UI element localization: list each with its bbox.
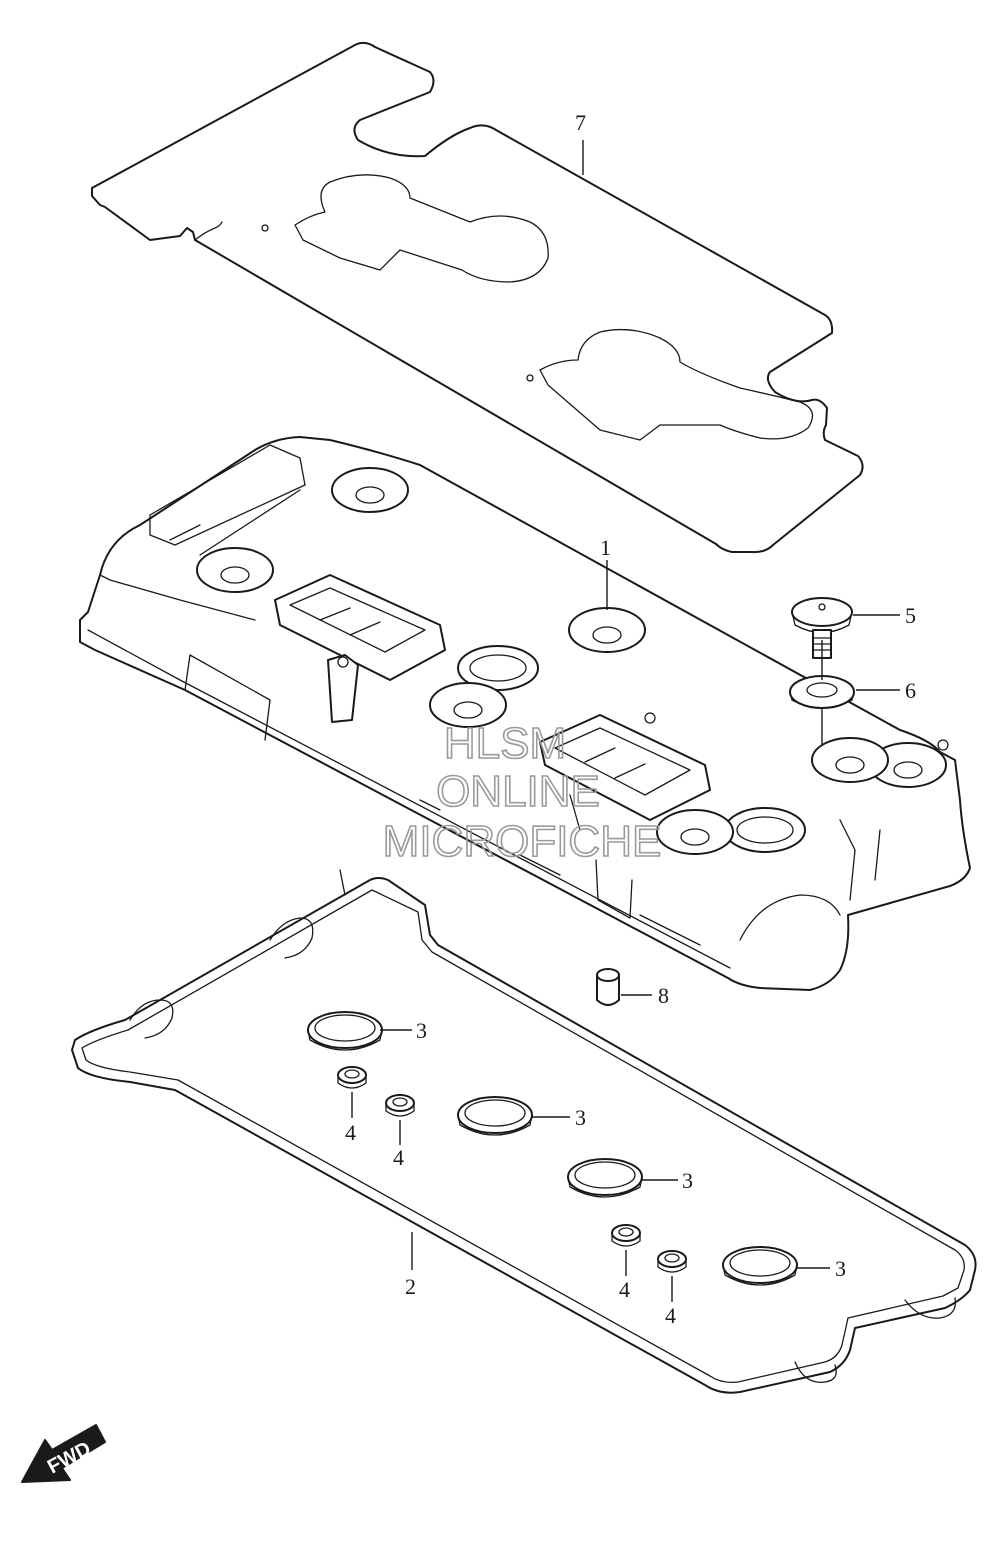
watermark-line-2: ONLINE — [436, 767, 600, 816]
callout-4: 4 — [665, 1303, 676, 1328]
watermark: HLSM ONLINE MICROFICHE — [382, 718, 662, 867]
callout-8: 8 — [658, 983, 669, 1008]
cylinder-head-cover-part-1 — [79, 436, 971, 991]
callout-6: 6 — [905, 678, 916, 703]
fwd-arrow-icon: FWD — [21, 1424, 106, 1483]
head-cover-gasket-part-2 — [71, 877, 977, 1394]
callout-2: 2 — [405, 1274, 416, 1299]
callout-4: 4 — [345, 1120, 356, 1145]
callout-4: 4 — [393, 1145, 404, 1170]
bolt-bosses — [196, 467, 947, 855]
leader-lines — [351, 140, 900, 1302]
bolt-gaskets-part-4 — [337, 1066, 687, 1273]
callout-labels: 7 1 5 6 8 3 3 3 3 4 4 4 4 2 — [345, 110, 916, 1328]
watermark-line-3: MICROFICHE — [383, 817, 662, 866]
insulator-plate-part-7 — [91, 41, 864, 554]
watermark-line-1: HLSM — [444, 719, 566, 768]
callout-3: 3 — [835, 1256, 846, 1281]
callout-4: 4 — [619, 1277, 630, 1302]
callout-3: 3 — [575, 1105, 586, 1130]
grommet-part-6 — [789, 675, 855, 709]
plug-hole-seals-part-3 — [307, 1011, 798, 1286]
callout-3: 3 — [416, 1018, 427, 1043]
dowel-pin-part-8 — [596, 968, 620, 1006]
callout-5: 5 — [905, 603, 916, 628]
callout-7: 7 — [575, 110, 586, 135]
callout-3: 3 — [682, 1168, 693, 1193]
callout-1: 1 — [600, 535, 611, 560]
